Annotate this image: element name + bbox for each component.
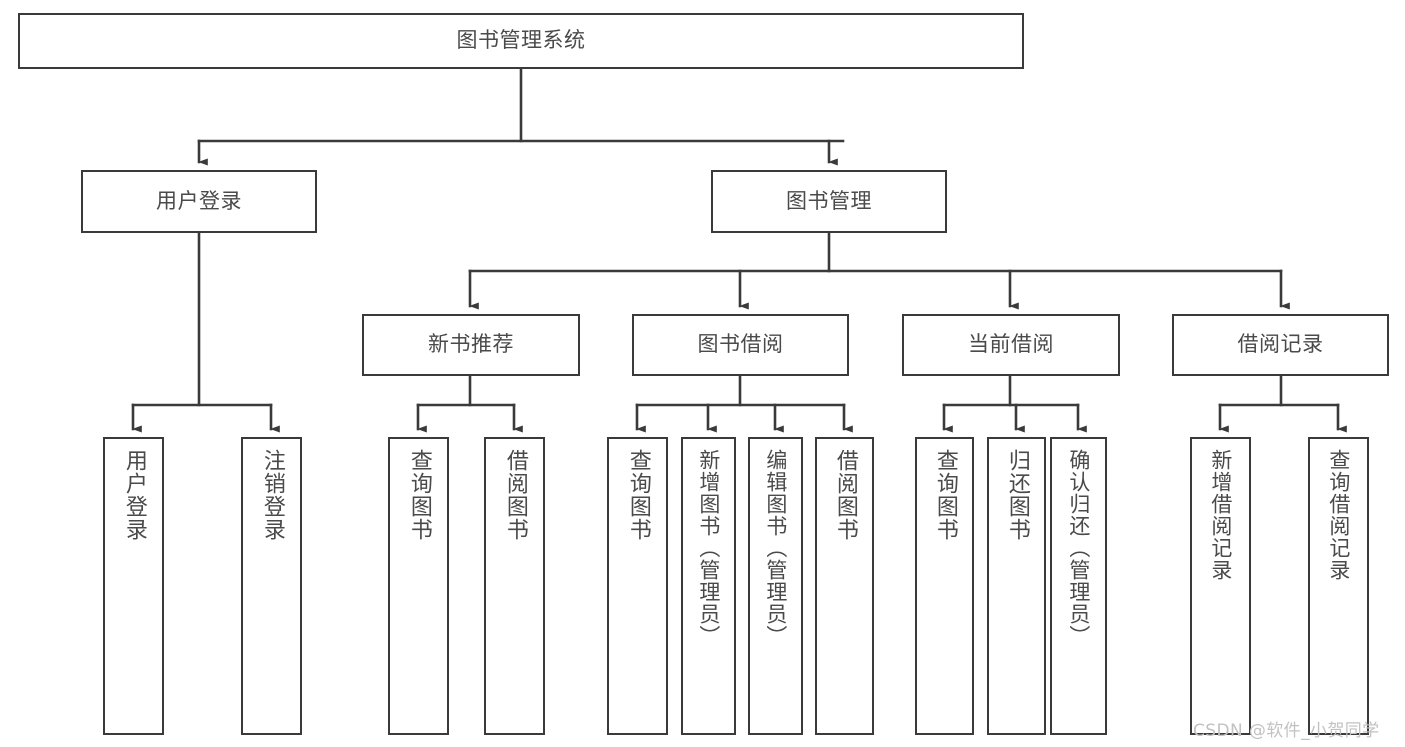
leaf-new-book-borrow[interactable]: 借阅图书 <box>484 437 545 735</box>
leaf-label: 借阅图书 <box>832 449 858 541</box>
leaf-current-borrow-confirm-return[interactable]: 确认归还（管理员） <box>1050 437 1107 735</box>
leaf-current-borrow-query[interactable]: 查询图书 <box>915 437 974 735</box>
leaf-borrow-record-add[interactable]: 新增借阅记录 <box>1190 437 1251 735</box>
csdn-watermark: CSDN @软件_小贺同学 <box>1193 721 1380 741</box>
leaf-label: 查询图书 <box>625 449 651 541</box>
leaf-new-book-query[interactable]: 查询图书 <box>388 437 449 735</box>
leaf-book-borrow-add[interactable]: 新增图书（管理员） <box>681 437 736 735</box>
leaf-user-login-login[interactable]: 用户登录 <box>103 437 164 735</box>
node-root-label: 图书管理系统 <box>456 28 586 53</box>
leaf-label: 查询借阅记录 <box>1326 449 1351 581</box>
leaf-label: 新增图书（管理员） <box>696 449 721 647</box>
node-user-login-label: 用户登录 <box>156 188 242 213</box>
leaf-label: 借阅图书 <box>502 449 528 541</box>
leaf-user-login-logout[interactable]: 注销登录 <box>241 437 302 735</box>
node-book-management-label: 图书管理 <box>786 188 872 213</box>
leaf-book-borrow-query[interactable]: 查询图书 <box>607 437 668 735</box>
leaf-label: 查询图书 <box>932 449 958 541</box>
leaf-book-borrow-edit[interactable]: 编辑图书（管理员） <box>748 437 803 735</box>
node-new-book-recommend-label: 新书推荐 <box>428 332 514 357</box>
leaf-label: 编辑图书（管理员） <box>763 449 788 647</box>
leaf-book-borrow-borrow[interactable]: 借阅图书 <box>815 437 874 735</box>
node-borrow-record[interactable]: 借阅记录 <box>1172 314 1389 376</box>
node-book-management[interactable]: 图书管理 <box>711 170 947 233</box>
node-new-book-recommend[interactable]: 新书推荐 <box>362 314 580 376</box>
node-root[interactable]: 图书管理系统 <box>18 13 1024 69</box>
node-borrow-record-label: 借阅记录 <box>1237 332 1324 357</box>
leaf-current-borrow-return[interactable]: 归还图书 <box>987 437 1046 735</box>
leaf-label: 注销登录 <box>259 449 285 541</box>
node-book-borrow[interactable]: 图书借阅 <box>632 314 849 376</box>
leaf-label: 查询图书 <box>406 449 432 541</box>
leaf-label: 新增借阅记录 <box>1208 449 1233 581</box>
leaf-label: 确认归还（管理员） <box>1066 449 1091 647</box>
node-current-borrow-label: 当前借阅 <box>968 332 1054 357</box>
node-user-login[interactable]: 用户登录 <box>81 170 317 233</box>
leaf-label: 用户登录 <box>121 449 147 541</box>
node-current-borrow[interactable]: 当前借阅 <box>902 314 1120 376</box>
leaf-borrow-record-query[interactable]: 查询借阅记录 <box>1308 437 1369 735</box>
node-book-borrow-label: 图书借阅 <box>697 332 784 357</box>
leaf-label: 归还图书 <box>1004 449 1030 541</box>
